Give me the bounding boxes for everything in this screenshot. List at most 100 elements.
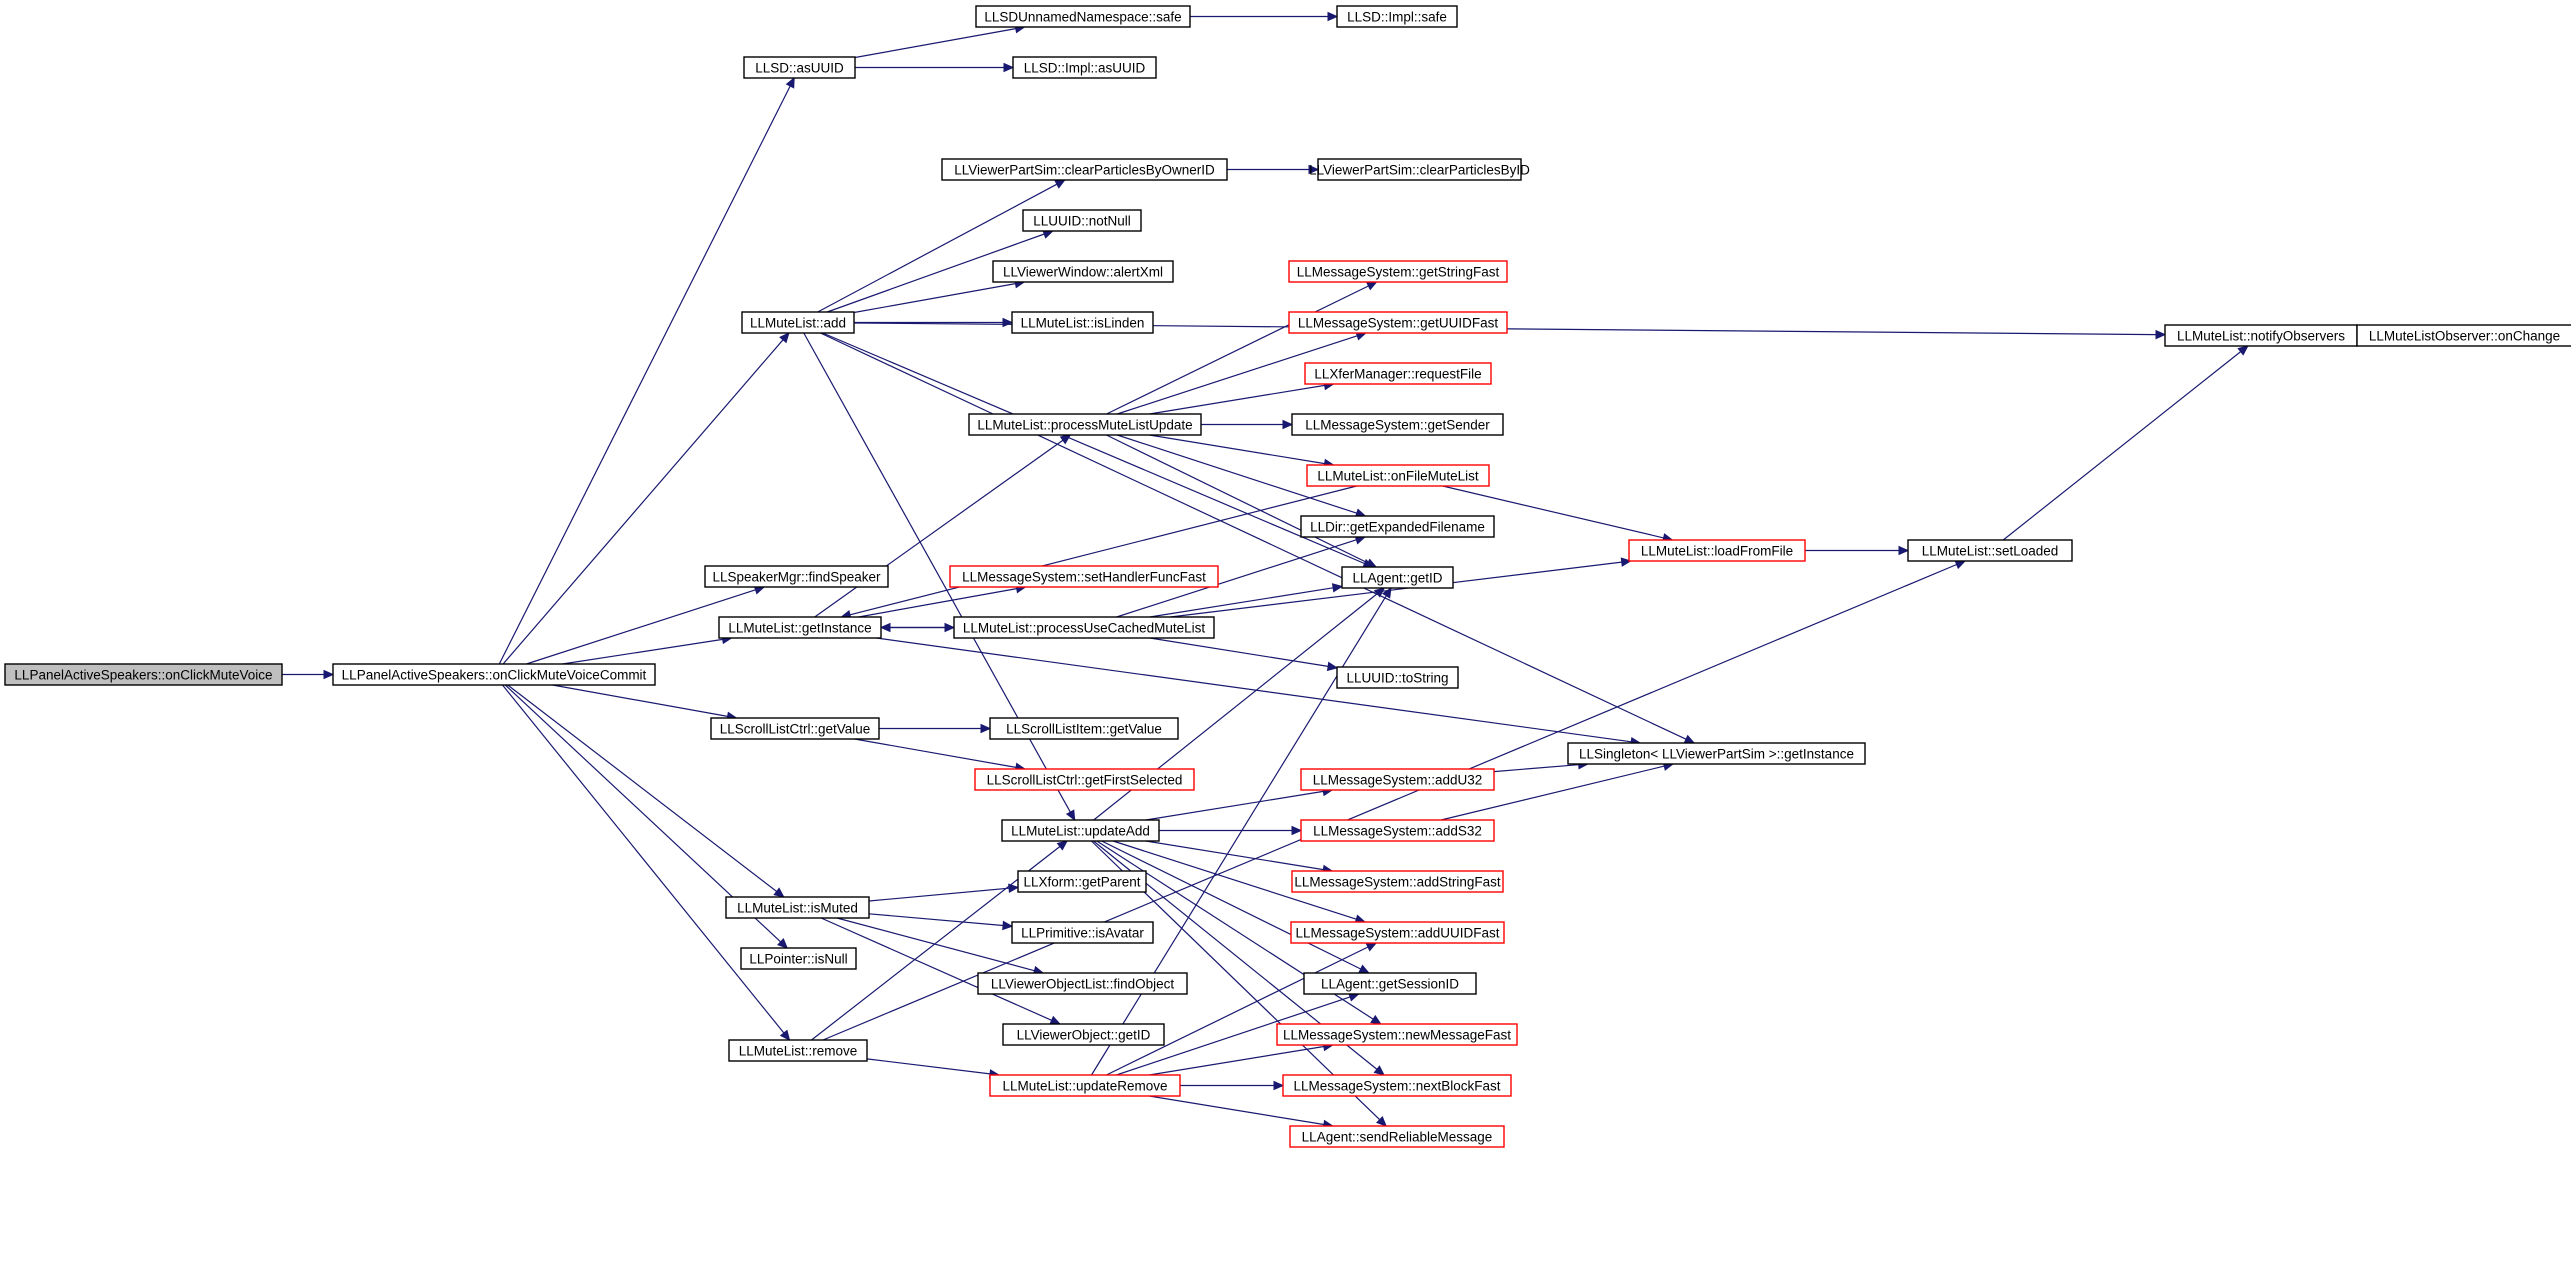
node-getParent[interactable]: LLXform::getParent [1017,870,1147,893]
node-isMuted[interactable]: LLMuteList::isMuted [725,896,870,919]
node-label: LLPanelActiveSpeakers::onClickMuteVoice [14,668,272,683]
node-label: LLUUID::notNull [1033,214,1131,229]
node-box [992,260,1174,283]
node-findObject[interactable]: LLViewerObjectList::findObject [977,972,1188,995]
node-label: LLPanelActiveSpeakers::onClickMuteVoiceC… [342,668,647,683]
node-loadFromFile[interactable]: LLMuteList::loadFromFile [1628,539,1806,562]
node-addStringFast[interactable]: LLMessageSystem::addStringFast [1291,870,1504,893]
node-commit[interactable]: LLPanelActiveSpeakers::onClickMuteVoiceC… [332,663,656,686]
node-label: LLSpeakerMgr::findSpeaker [712,570,881,585]
edge-mlAdd-to-agentGetID [822,332,1374,568]
node-setLoaded[interactable]: LLMuteList::setLoaded [1907,539,2073,562]
node-label: LLScrollListCtrl::getFirstSelected [987,773,1183,788]
node-onFileMuteList[interactable]: LLMuteList::onFileMuteList [1306,464,1490,487]
node-box [1317,158,1522,181]
node-expandedFilename[interactable]: LLDir::getExpandedFilename [1300,515,1495,538]
node-box [1907,539,2073,562]
node-box [1011,921,1154,944]
node-box [725,896,870,919]
node-box [740,947,857,970]
node-getSender[interactable]: LLMessageSystem::getSender [1291,413,1504,436]
node-requestFile[interactable]: LLXferManager::requestFile [1304,362,1492,385]
node-label: LLMessageSystem::getStringFast [1297,265,1500,280]
node-label: LLPointer::isNull [749,952,847,967]
node-toString[interactable]: LLUUID::toString [1336,666,1459,689]
node-box [1567,742,1866,765]
edge-mlAdd-to-isLinden [854,317,1014,328]
node-label: LLXform::getParent [1023,875,1140,890]
node-getSessionID[interactable]: LLAgent::getSessionID [1303,972,1477,995]
node-voGetID[interactable]: LLViewerObject::getID [1002,1023,1165,1046]
node-box [1011,311,1154,334]
node-isAvatar[interactable]: LLPrimitive::isAvatar [1011,921,1154,944]
node-addU32[interactable]: LLMessageSystem::addU32 [1300,768,1495,791]
node-getUUIDFast[interactable]: LLMessageSystem::getUUIDFast [1288,311,1508,334]
node-findSpeaker[interactable]: LLSpeakerMgr::findSpeaker [704,565,889,588]
node-box [1276,1023,1518,1046]
node-singleton[interactable]: LLSingleton< LLViewerPartSim >::getInsta… [1567,742,1866,765]
node-addUUIDFast[interactable]: LLMessageSystem::addUUIDFast [1290,921,1505,944]
node-asUUID[interactable]: LLSD::asUUID [743,56,856,79]
node-box [1290,921,1505,944]
node-unnSafe[interactable]: LLSDUnnamedNamespace::safe [975,5,1191,28]
node-isLinden[interactable]: LLMuteList::isLinden [1011,311,1154,334]
node-getStringFast[interactable]: LLMessageSystem::getStringFast [1288,260,1508,283]
node-label: LLMessageSystem::addUUIDFast [1295,926,1499,941]
node-label: LLViewerObjectList::findObject [991,977,1175,992]
node-label: LLMuteList::isLinden [1021,316,1145,331]
node-box [1001,819,1160,842]
node-setHandler[interactable]: LLMessageSystem::setHandlerFuncFast [949,565,1219,588]
node-label: LLMuteList::loadFromFile [1641,544,1793,559]
node-notNull[interactable]: LLUUID::notNull [1022,209,1142,232]
node-clearOwner[interactable]: LLViewerPartSim::clearParticlesByOwnerID [941,158,1228,181]
node-mlAdd[interactable]: LLMuteList::add [741,311,855,334]
node-nextBlockFast[interactable]: LLMessageSystem::nextBlockFast [1282,1074,1512,1097]
node-label: LLAgent::getID [1352,571,1442,586]
node-box [1291,870,1504,893]
node-label: LLSDUnnamedNamespace::safe [984,10,1181,25]
node-box [1306,464,1490,487]
node-label: LLMessageSystem::getUUIDFast [1298,316,1499,331]
node-firstSelected[interactable]: LLScrollListCtrl::getFirstSelected [974,768,1195,791]
node-sendReliable[interactable]: LLAgent::sendReliableMessage [1289,1125,1505,1148]
node-updateRemove[interactable]: LLMuteList::updateRemove [989,1074,1181,1097]
edge-remove-to-updateRemove [866,1058,1001,1079]
node-agentGetID[interactable]: LLAgent::getID [1341,566,1454,589]
edge-sclGetValue-to-sliGetValue [879,723,992,734]
node-label: LLSD::Impl::safe [1347,10,1447,25]
edge-sclGetValue-to-firstSelected [854,738,1027,773]
edge-loadFromFile-to-setLoaded [1805,545,1910,556]
node-implAsUUID[interactable]: LLSD::Impl::asUUID [1012,56,1157,79]
node-box [941,158,1228,181]
node-box [1291,413,1504,436]
edge-commit-to-remove [502,684,791,1041]
node-updateAdd[interactable]: LLMuteList::updateAdd [1001,819,1160,842]
node-onChange[interactable]: LLMuteListObserver::onChange [2356,324,2571,347]
node-mlGetInstance[interactable]: LLMuteList::getInstance [718,616,882,639]
node-newMessageFast[interactable]: LLMessageSystem::newMessageFast [1276,1023,1518,1046]
node-label: LLAgent::sendReliableMessage [1302,1130,1493,1145]
node-isNull[interactable]: LLPointer::isNull [740,947,857,970]
node-label: LLViewerPartSim::clearParticlesByID [1309,163,1530,178]
node-procCached[interactable]: LLMuteList::processUseCachedMuteList [953,616,1215,639]
node-label: LLMessageSystem::setHandlerFuncFast [962,570,1206,585]
node-procUpdate[interactable]: LLMuteList::processMuteListUpdate [968,413,1202,436]
edge-procUpdate-to-requestFile [1149,380,1335,415]
edge-root-to-commit [282,669,335,680]
edge-setLoaded-to-notifyObservers [2002,345,2249,541]
node-implSafe[interactable]: LLSD::Impl::safe [1336,5,1458,28]
node-label: LLSD::Impl::asUUID [1024,61,1146,76]
node-addS32[interactable]: LLMessageSystem::addS32 [1300,819,1495,842]
edge-procCached-to-loadFromFile [1170,557,1632,618]
node-sliGetValue[interactable]: LLScrollListItem::getValue [989,717,1179,740]
edge-updateRemove-to-nextBlockFast [1180,1080,1285,1091]
edge-commit-to-mlGetInstance [562,634,733,665]
node-sclGetValue[interactable]: LLScrollListCtrl::getValue [710,717,880,740]
edge-procUpdate-to-getStringFast [1106,281,1378,415]
node-label: LLMessageSystem::newMessageFast [1283,1028,1511,1043]
node-remove[interactable]: LLMuteList::remove [728,1039,868,1062]
node-clearID[interactable]: LLViewerPartSim::clearParticlesByID [1309,158,1530,181]
node-alertXml[interactable]: LLViewerWindow::alertXml [992,260,1174,283]
node-notifyObservers[interactable]: LLMuteList::notifyObservers [2164,324,2358,347]
node-box [968,413,1202,436]
